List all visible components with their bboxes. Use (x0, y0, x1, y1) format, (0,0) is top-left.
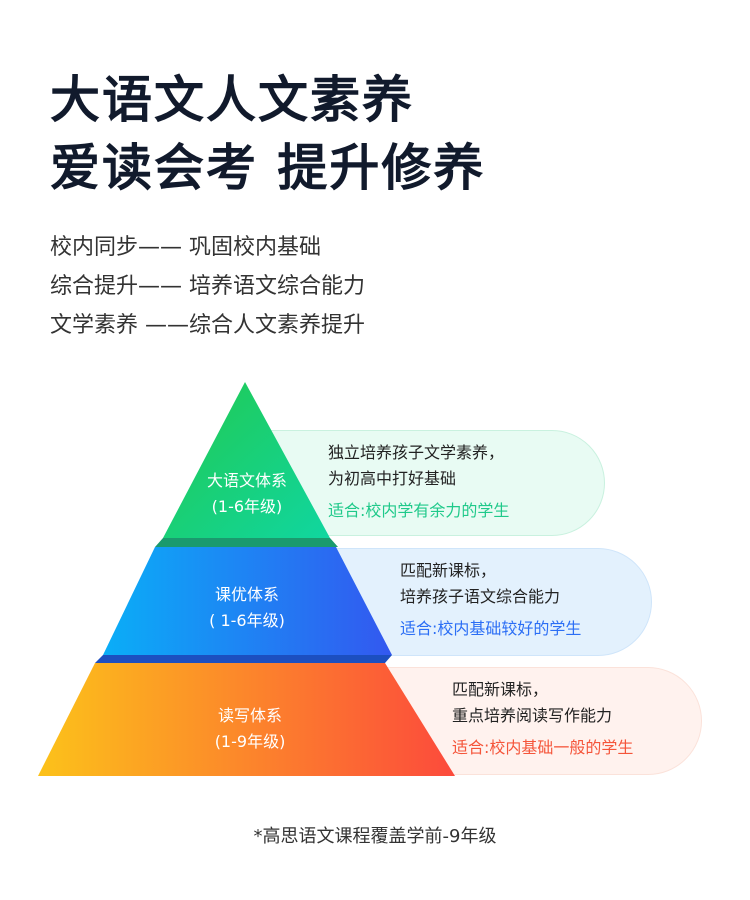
tier-2-fit: 适合:校内基础较好的学生 (400, 619, 582, 638)
tier-1-grades: (1-6年级) (211, 497, 283, 516)
subtitle-3: 文学素养 ——综合人文素养提升 (50, 313, 365, 338)
tier-3-label: 读写体系 (1-9年级) (215, 703, 286, 755)
tier-3-text: 匹配新课标， 重点培养阅读写作能力 适合:校内基础一般的学生 (452, 677, 633, 761)
tier-1-fit: 适合:校内学有余力的学生 (328, 501, 510, 520)
subtitle-2: 综合提升—— 培养语文综合能力 (50, 274, 365, 299)
tier-1-desc-2: 为初高中打好基础 (328, 469, 457, 488)
tier-1-desc-1: 独立培养孩子文学素养， (328, 443, 505, 462)
tier-1-label: 大语文体系 (1-6年级) (207, 468, 287, 520)
tier-3-fit: 适合:校内基础一般的学生 (452, 738, 634, 757)
tier-3-name: 读写体系 (217, 706, 282, 725)
tier-1-name: 大语文体系 (206, 471, 288, 490)
tier-3-shape (38, 663, 455, 776)
tier-1-shadow (155, 538, 338, 547)
tier-3-desc-1: 匹配新课标， (452, 680, 549, 699)
tier-1-shape (163, 382, 330, 538)
subtitle-1: 校内同步—— 巩固校内基础 (50, 235, 321, 260)
title-line-1: 大语文人文素养 (50, 71, 414, 129)
tier-3-desc-2: 重点培养阅读写作能力 (452, 706, 613, 725)
tier-2-shadow (95, 655, 392, 663)
tier-2-desc-1: 匹配新课标， (400, 561, 497, 580)
tier-2-text: 匹配新课标， 培养孩子语文综合能力 适合:校内基础较好的学生 (400, 558, 581, 642)
tier-2-label: 课优体系 ( 1-6年级) (209, 582, 285, 634)
tier-2-grades: ( 1-6年级) (209, 611, 285, 630)
tier-2-desc-2: 培养孩子语文综合能力 (400, 587, 561, 606)
tier-3-grades: (1-9年级) (214, 732, 286, 751)
footnote: *高思语文课程覆盖学前-9年级 (253, 826, 497, 847)
tier-2-shape (103, 547, 392, 655)
title-line-2: 爱读会考 提升修养 (50, 139, 486, 197)
tier-1-text: 独立培养孩子文学素养， 为初高中打好基础 适合:校内学有余力的学生 (328, 440, 509, 524)
tier-2-name: 课优体系 (214, 585, 279, 604)
